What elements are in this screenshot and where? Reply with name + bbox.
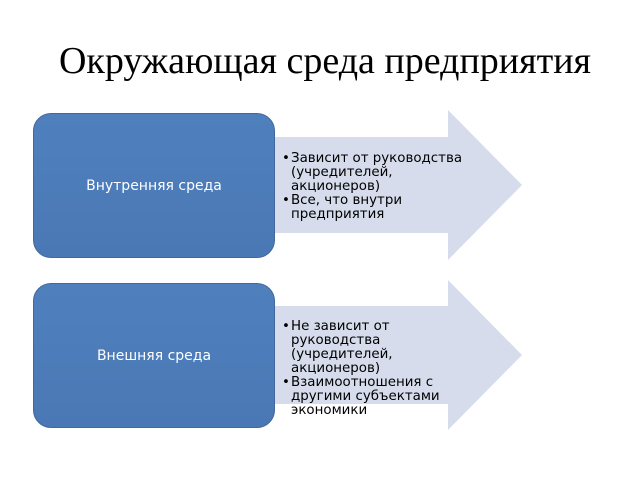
bullet-list-external: Не зависит от руководства (учредителей, … <box>282 320 448 418</box>
bullet-item: Все, что внутри предприятия <box>282 194 482 222</box>
box-external-environment: Внешняя среда <box>33 283 275 428</box>
box-label-external: Внешняя среда <box>96 347 212 364</box>
bullet-item: Взаимоотношения с другими субъектами эко… <box>282 376 448 418</box>
slide-title: Окружающая среда предприятия <box>58 40 592 82</box>
box-label-internal: Внутренняя среда <box>86 177 222 194</box>
bullet-item: Зависит от руководства (учредителей, акц… <box>282 152 482 194</box>
bullet-list-internal: Зависит от руководства (учредителей, акц… <box>282 152 482 222</box>
box-internal-environment: Внутренняя среда <box>33 113 275 258</box>
bullet-item: Не зависит от руководства (учредителей, … <box>282 320 448 376</box>
